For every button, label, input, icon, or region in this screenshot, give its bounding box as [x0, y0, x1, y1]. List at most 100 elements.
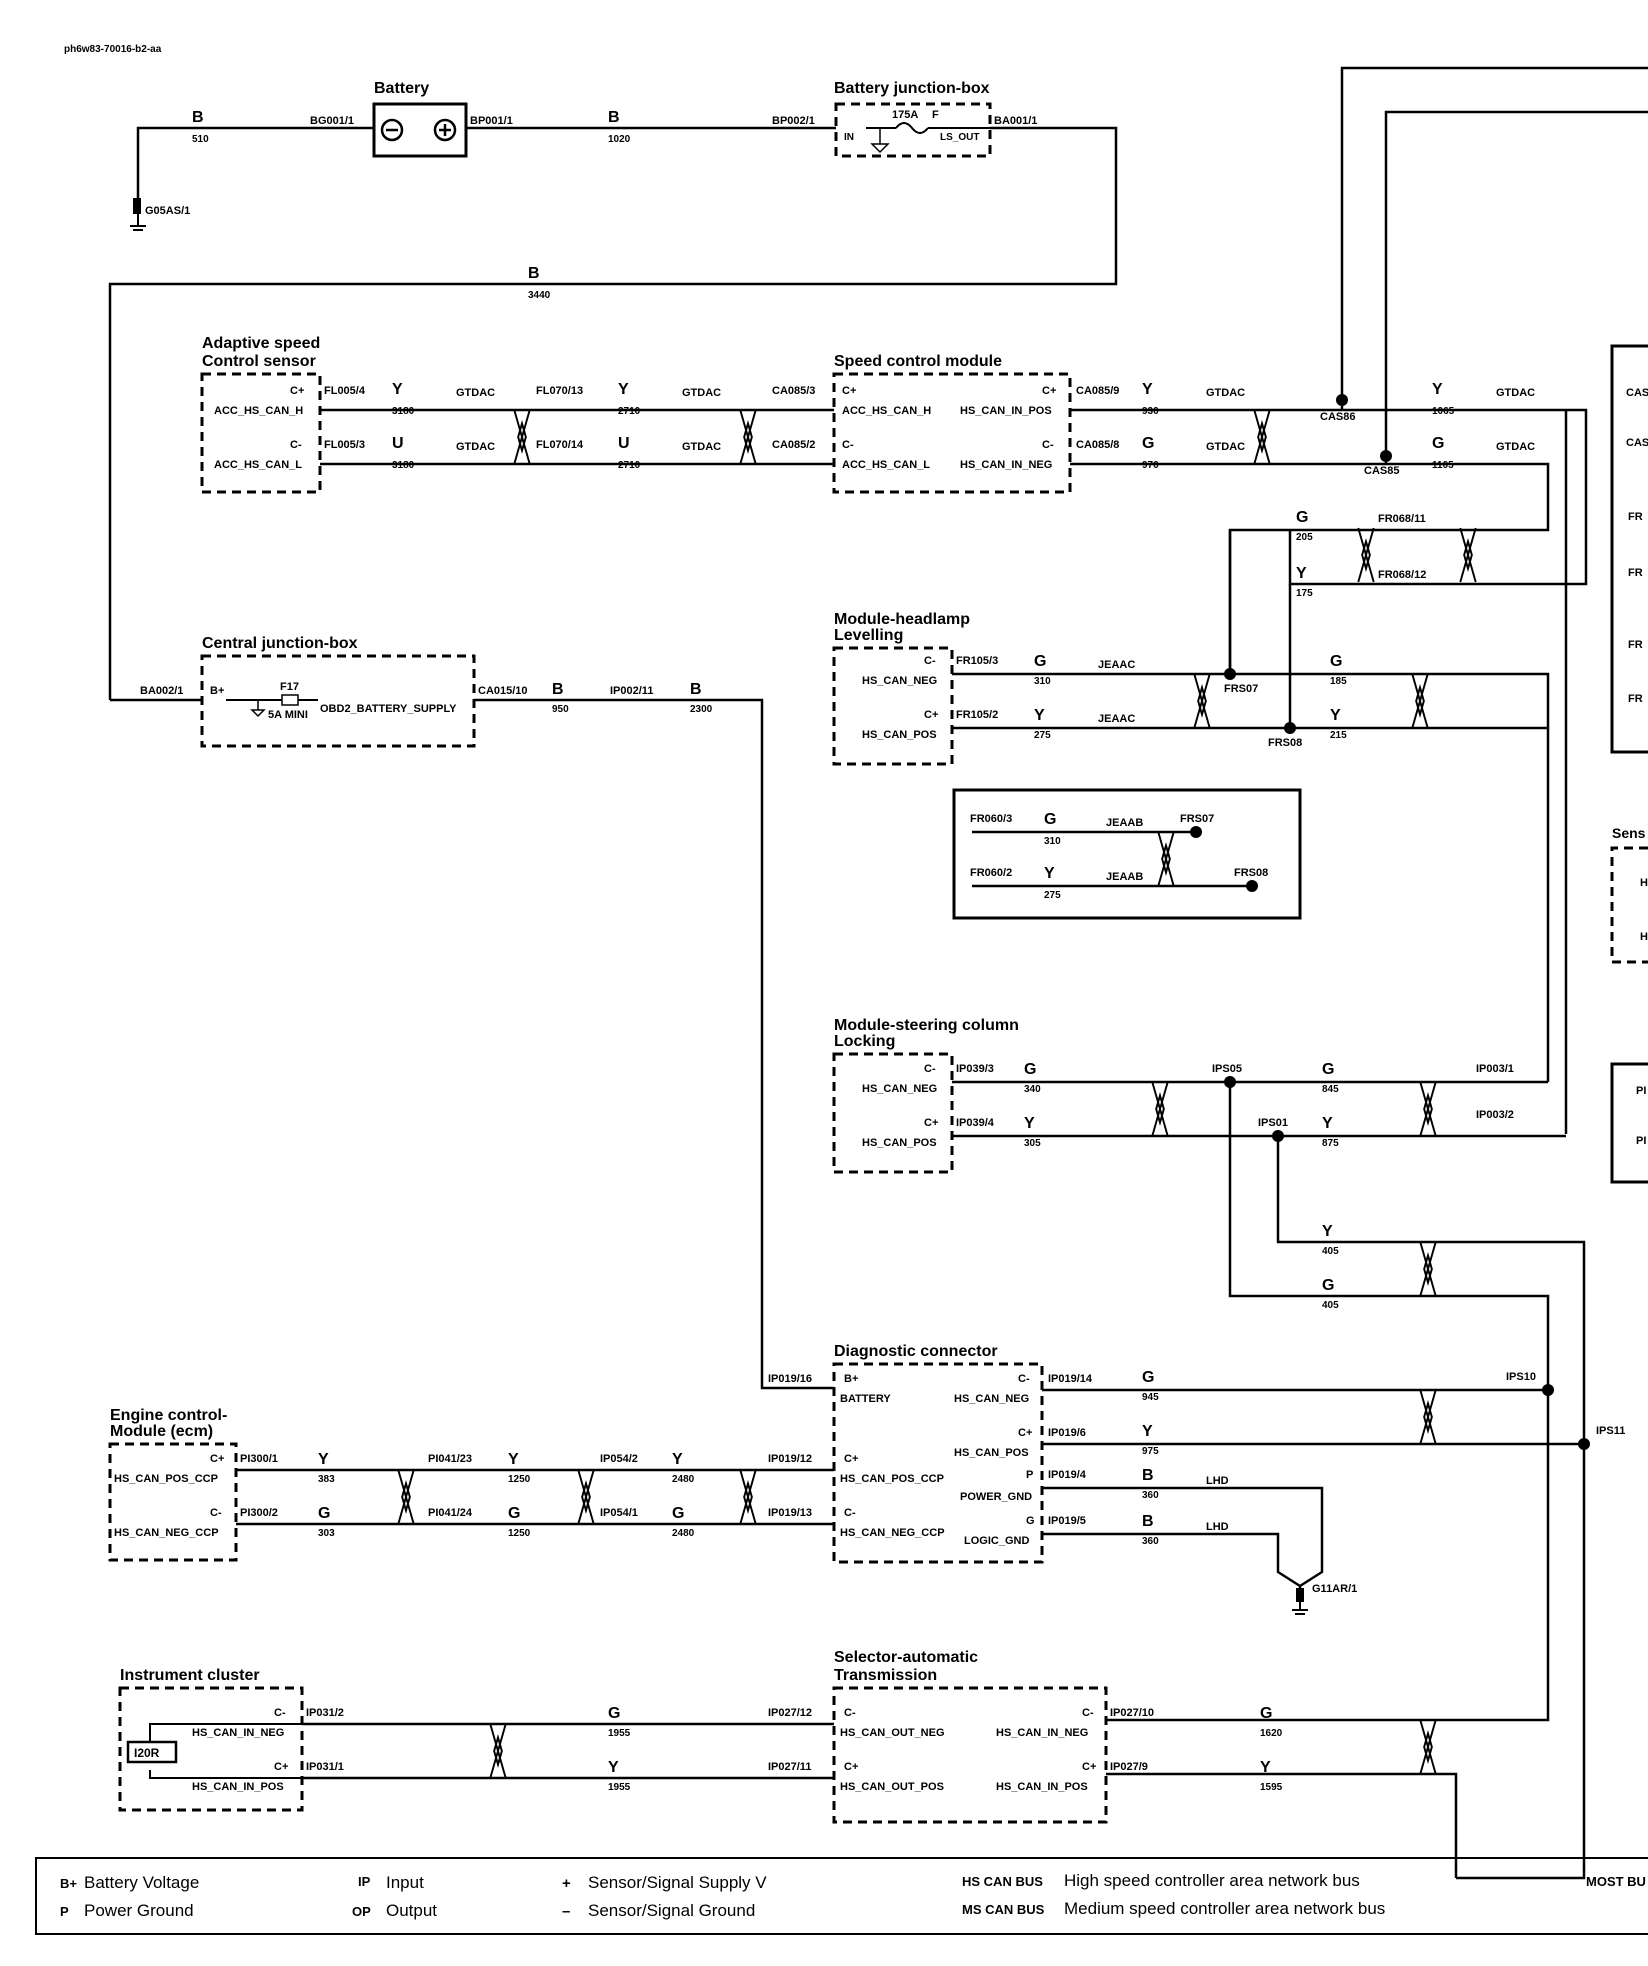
wire-ips05-down — [1228, 1082, 1550, 1722]
headlamp-title: Levelling — [834, 627, 903, 644]
fuse-label: F17 — [280, 681, 299, 693]
wire-length: 2710 — [618, 460, 641, 471]
fuse-icon — [281, 694, 299, 706]
pin-label: HS_CAN_POS_CCP — [840, 1473, 944, 1485]
wire-code: GTDAC — [456, 387, 495, 399]
splice-dot — [1246, 880, 1258, 892]
cut-label: PI — [1636, 1135, 1646, 1147]
wire-code: GTDAC — [1496, 387, 1535, 399]
pin-label: HS_CAN_OUT_NEG — [840, 1727, 945, 1739]
pin-label: C- — [844, 1707, 856, 1719]
wire-length: 845 — [1322, 1084, 1339, 1095]
steering-title: Module-steering column — [834, 1017, 1019, 1034]
splice-label: IPS05 — [1212, 1063, 1242, 1075]
wire-color: Y — [1322, 1223, 1333, 1240]
wire-length: 930 — [1142, 406, 1159, 417]
pin-label: B+ — [844, 1373, 858, 1385]
wire-code: JEAAC — [1098, 659, 1135, 671]
ground-icon — [130, 198, 146, 231]
wire-color: Y — [672, 1451, 683, 1468]
selector-title: Selector-automatic — [834, 1649, 978, 1666]
wire-color: B — [1142, 1513, 1154, 1530]
pin-label: C- — [1042, 439, 1054, 451]
wire-color: Y — [1330, 707, 1341, 724]
connector-label: FR068/12 — [1378, 569, 1426, 581]
cut-label: FR — [1628, 511, 1643, 523]
document-id: ph6w83-70016-b2-aa — [64, 44, 162, 55]
headlamp-box — [832, 646, 954, 766]
legend-box — [35, 1857, 1648, 1935]
pin-label: HS_CAN_POS — [954, 1447, 1029, 1459]
legend-code: P — [60, 1904, 69, 1919]
connector-label: FR060/2 — [970, 867, 1012, 879]
pin-label: C+ — [844, 1453, 858, 1465]
pin-label: C- — [290, 439, 302, 451]
pin-label: P — [1026, 1469, 1033, 1481]
battery-title: Battery — [374, 80, 429, 97]
wire-length: 340 — [1024, 1084, 1041, 1095]
splice-label: IPS10 — [1506, 1371, 1536, 1383]
twisted-pair-icon — [1253, 409, 1271, 465]
wire-length: 975 — [1142, 1446, 1159, 1457]
fuse-rating: 5A MINI — [268, 709, 308, 721]
wire-logic-gnd — [1042, 1532, 1302, 1602]
wire-color: G — [318, 1505, 330, 1522]
splice-label: CAS85 — [1364, 465, 1399, 477]
wire-length: 1955 — [608, 1728, 631, 1739]
pin-label: POWER_GND — [960, 1491, 1032, 1503]
wire-length: 3180 — [392, 406, 415, 417]
pin-label: C+ — [210, 1453, 224, 1465]
pin-label: HS_CAN_NEG — [862, 1083, 937, 1095]
wire-color: G — [1322, 1277, 1334, 1294]
wire-color: B — [690, 681, 702, 698]
connector-label: IP039/4 — [956, 1117, 995, 1129]
cluster-box — [118, 1686, 304, 1812]
wire-code: GTDAC — [1496, 441, 1535, 453]
ground-label: G05AS/1 — [145, 205, 190, 217]
wire-length: 2480 — [672, 1528, 695, 1539]
connector-label: IP054/2 — [600, 1453, 638, 1465]
wire-length: 275 — [1034, 730, 1051, 741]
wire-length: 205 — [1296, 532, 1313, 543]
connector-label: FL005/4 — [324, 385, 366, 397]
pin-label: HS_CAN_POS_CCP — [114, 1473, 218, 1485]
bjb-title: Battery junction-box — [834, 80, 990, 97]
connector-label: PI041/23 — [428, 1453, 472, 1465]
pin-label: C- — [924, 655, 936, 667]
wire-color: G — [1142, 435, 1154, 452]
cut-label: CAS — [1626, 437, 1648, 449]
steering-title: Locking — [834, 1033, 895, 1050]
wire-code: GTDAC — [1206, 441, 1245, 453]
cut-label: FR — [1628, 639, 1643, 651]
pin-label: HS_CAN_IN_NEG — [192, 1727, 284, 1739]
wire-scm-neg — [1070, 462, 1550, 670]
wire-color: Y — [1142, 381, 1153, 398]
pin-label: ACC_HS_CAN_H — [214, 405, 303, 417]
connector-label: IP019/16 — [768, 1373, 812, 1385]
diag-box — [832, 1362, 1044, 1564]
connector-label: IP027/12 — [768, 1707, 812, 1719]
twisted-pair-icon — [739, 409, 757, 465]
pin-label: C+ — [844, 1761, 858, 1773]
wire-code: JEAAC — [1098, 713, 1135, 725]
twisted-pair-icon — [1419, 1241, 1437, 1297]
connector-label: IP019/6 — [1048, 1427, 1086, 1439]
splice-label: FRS07 — [1180, 813, 1214, 825]
wire-color: G — [1330, 653, 1342, 670]
cut-label: CAS — [1626, 387, 1648, 399]
wire-color: G — [1296, 509, 1308, 526]
acc-sensor-box — [200, 372, 322, 494]
wire-color: Y — [608, 1759, 619, 1776]
pin-label: C+ — [924, 1117, 938, 1129]
twisted-pair-icon — [1419, 1719, 1437, 1775]
wire-color: B — [1142, 1467, 1154, 1484]
wire-color: Y — [1044, 865, 1055, 882]
legend-text: Sensor/Signal Ground — [588, 1901, 755, 1920]
twisted-pair-icon — [1151, 1081, 1169, 1137]
wire-length: 2480 — [672, 1474, 695, 1485]
connector-label: IP019/4 — [1048, 1469, 1087, 1481]
wire-length: 383 — [318, 1474, 335, 1485]
legend-code: MS CAN BUS — [962, 1902, 1045, 1917]
resistor-icon — [126, 1740, 178, 1764]
